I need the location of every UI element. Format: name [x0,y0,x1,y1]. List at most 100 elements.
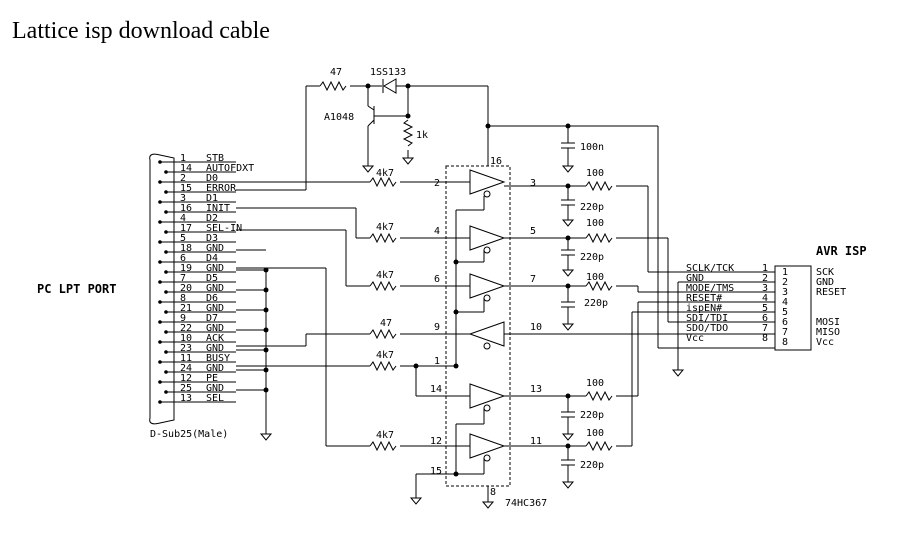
avr-signal-name: SDO/TDO [686,323,728,334]
lpt-pin-number: 8 [180,293,186,304]
ic-pin-11: 11 [530,436,542,447]
page-title: Lattice isp download cable [12,18,270,44]
avr-signal-name: GND [686,273,704,284]
transistor-a1048 [367,86,392,158]
avr-header-pin: 7 [782,327,788,338]
connector-type-label: D-Sub25(Male) [150,429,228,440]
lpt-pin-number: 15 [180,183,192,194]
avr-function-label: SCK [816,267,834,278]
lpt-pin-number: 10 [180,333,192,344]
lpt-pin-number: 23 [180,343,192,354]
cap-out-6-label: 220p [580,460,604,471]
lpt-pin-number: 19 [180,263,192,274]
lpt-pin-name: STB [206,153,224,164]
lpt-pin-number: 17 [180,223,192,234]
lpt-pin-number: 5 [180,233,186,244]
r-in-3-label: 4k7 [376,270,394,281]
lpt-pin-name: AUTOFDXT [206,163,254,174]
avr-signal-pin: 3 [762,283,768,294]
lpt-pin-number: 2 [180,173,186,184]
r-out-3-label: 100 [586,272,604,283]
ic-pin-3: 3 [530,178,536,189]
lpt-pin-number: 24 [180,363,192,374]
lpt-pin-name: D1 [206,193,218,204]
avr-signal-pin: 7 [762,323,768,334]
lpt-pin-name: GND [206,343,224,354]
lpt-port-label: PC LPT PORT [37,282,116,296]
ic-pin-vcc: 16 [490,156,502,167]
avr-header-pin: 2 [782,277,788,288]
avr-header-pin: 4 [782,297,788,308]
avr-signal-name: RESET# [686,293,722,304]
cap-out-3-label: 220p [584,298,608,309]
avr-header-pin: 3 [782,287,788,298]
ic-pin-2: 2 [434,178,440,189]
ic-pin-13: 13 [530,384,542,395]
lpt-pin-number: 16 [180,203,192,214]
avr-isp-header [774,265,812,351]
avr-isp-title: AVR ISP [816,244,867,258]
ic-pin-gnd: 8 [490,487,496,498]
avr-signal-name: SCLK/TCK [686,263,734,274]
avr-signal-pin: 6 [762,313,768,324]
lpt-pin-number: 11 [180,353,192,364]
lpt-pin-number: 6 [180,253,186,264]
r-out-6-label: 100 [586,428,604,439]
avr-function-label: RESET [816,287,846,298]
diode-1ss133 [382,78,397,94]
avr-signal-name: MODE/TMS [686,283,734,294]
ic-pin-10: 10 [530,322,542,333]
lpt-pin-name: ACK [206,333,224,344]
lpt-pin-name: D0 [206,173,218,184]
lpt-pin-name: D3 [206,233,218,244]
diode-label: 1SS133 [370,67,406,78]
ic-pin-7: 7 [530,274,536,285]
r-top-label: 47 [330,67,342,78]
r-in-6-label: 4k7 [376,430,394,441]
lpt-pin-number: 4 [180,213,186,224]
lpt-pin-name: GND [206,243,224,254]
r-out-5-label: 100 [586,378,604,389]
lpt-pin-number: 20 [180,283,192,294]
avr-header-pin: 6 [782,317,788,328]
lpt-pin-name: D4 [206,253,218,264]
ic-label: 74HC367 [505,498,547,509]
lpt-pin-number: 9 [180,313,186,324]
lpt-pin-name: GND [206,363,224,374]
ic-pin-15: 15 [430,466,442,477]
lpt-pin-number: 22 [180,323,192,334]
lpt-pin-number: 12 [180,373,192,384]
lpt-pin-name: GND [206,283,224,294]
ic-pin-6: 6 [434,274,440,285]
avr-header-pin: 1 [782,267,788,278]
ic-pin-1: 1 [434,356,440,367]
ic-pin-5: 5 [530,226,536,237]
avr-signal-name: ispEN# [686,303,722,314]
r-in-2-label: 4k7 [376,222,394,233]
avr-signal-name: Vcc [686,333,704,344]
lpt-pin-name: SEL [206,393,224,404]
lpt-pin-number: 13 [180,393,192,404]
r-1k-label: 1k [416,130,428,141]
r-out-2-label: 100 [586,218,604,229]
ic-outline [445,165,511,487]
avr-signal-name: SDI/TDI [686,313,728,324]
avr-signal-pin: 2 [762,273,768,284]
lpt-pin-number: 3 [180,193,186,204]
transistor-label: A1048 [324,112,354,123]
avr-function-label: GND [816,277,834,288]
lpt-pin-name: GND [206,323,224,334]
avr-function-label: Vcc [816,337,834,348]
avr-signal-pin: 5 [762,303,768,314]
lpt-pin-name: GND [206,303,224,314]
avr-function-label: MOSI [816,317,840,328]
avr-header-pin: 8 [782,337,788,348]
lpt-pin-name: PE [206,373,218,384]
lpt-pin-name: D2 [206,213,218,224]
cap-out-1-label: 220p [580,202,604,213]
ic-pin-12: 12 [430,436,442,447]
r-in-en-label: 4k7 [376,350,394,361]
avr-signal-pin: 8 [762,333,768,344]
